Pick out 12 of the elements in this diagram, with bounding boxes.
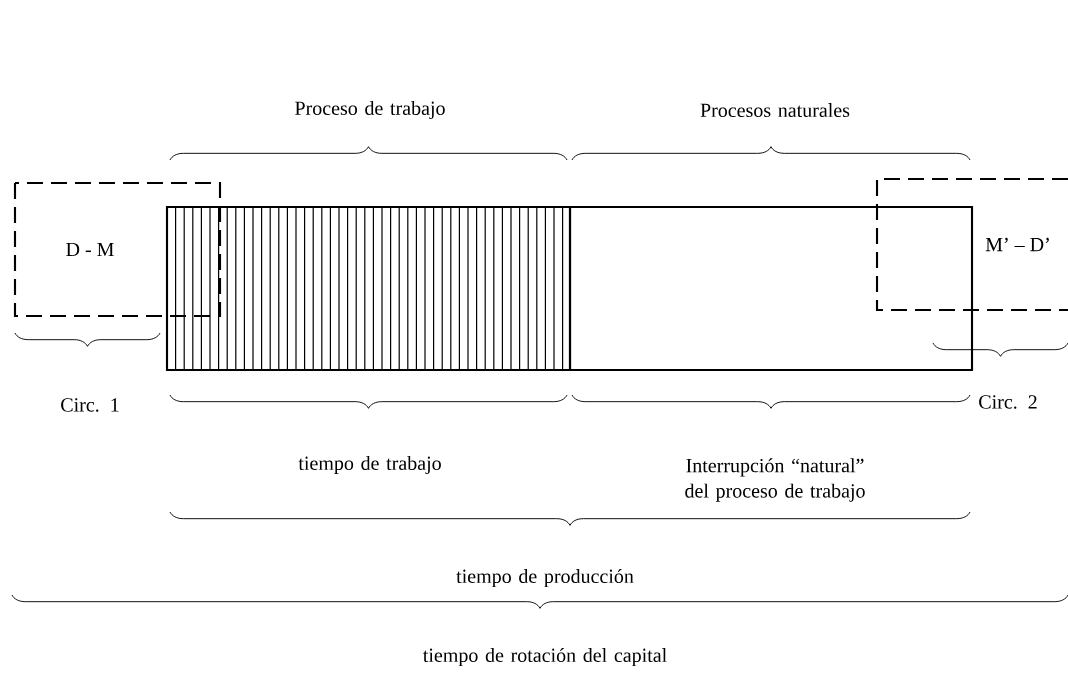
hatched-bar xyxy=(165,205,572,372)
dashed-box: D - M xyxy=(13,181,222,318)
brace-label: Circ. 1 xyxy=(61,398,119,412)
dashed-box: M’ – D’ xyxy=(875,177,1068,312)
brace-label: tiempo de rotación del capital xyxy=(423,647,667,667)
brace-label: tiempo de trabajo xyxy=(298,455,441,475)
brace-label: Procesos naturales xyxy=(700,103,850,118)
brace-label: Interrupción “natural” del proceso de trabajo xyxy=(685,458,865,502)
brace-label: Circ. 2 xyxy=(979,395,1037,409)
plain-bar xyxy=(568,205,974,372)
brace-label: tiempo de producción xyxy=(456,568,634,588)
brace-label: Proceso de trabajo xyxy=(295,100,445,120)
